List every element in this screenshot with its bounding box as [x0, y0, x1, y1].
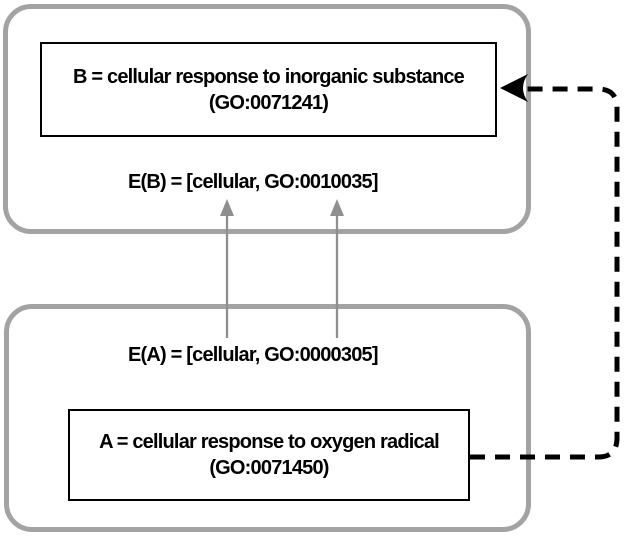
- evidence-arrow-left-icon: [220, 199, 234, 338]
- node-box-term-a: A = cellular response to oxygen radical …: [68, 409, 470, 501]
- term-a-go-id: (GO:0071450): [209, 457, 329, 479]
- evidence-list-a: E(A) = [cellular, GO:0000305]: [128, 344, 379, 366]
- dashed-arrowhead-icon: [500, 74, 528, 102]
- evidence-list-b: E(B) = [cellular, GO:0010035]: [128, 171, 379, 193]
- term-b-go-id: (GO:0071241): [208, 91, 329, 114]
- term-b-name: B = cellular response to inorganic subst…: [72, 65, 465, 88]
- node-box-term-b: B = cellular response to inorganic subst…: [40, 42, 497, 137]
- dashed-connector: [470, 86, 620, 460]
- evidence-arrow-right-icon: [330, 199, 344, 338]
- term-a-name: A = cellular response to oxygen radical: [99, 431, 440, 453]
